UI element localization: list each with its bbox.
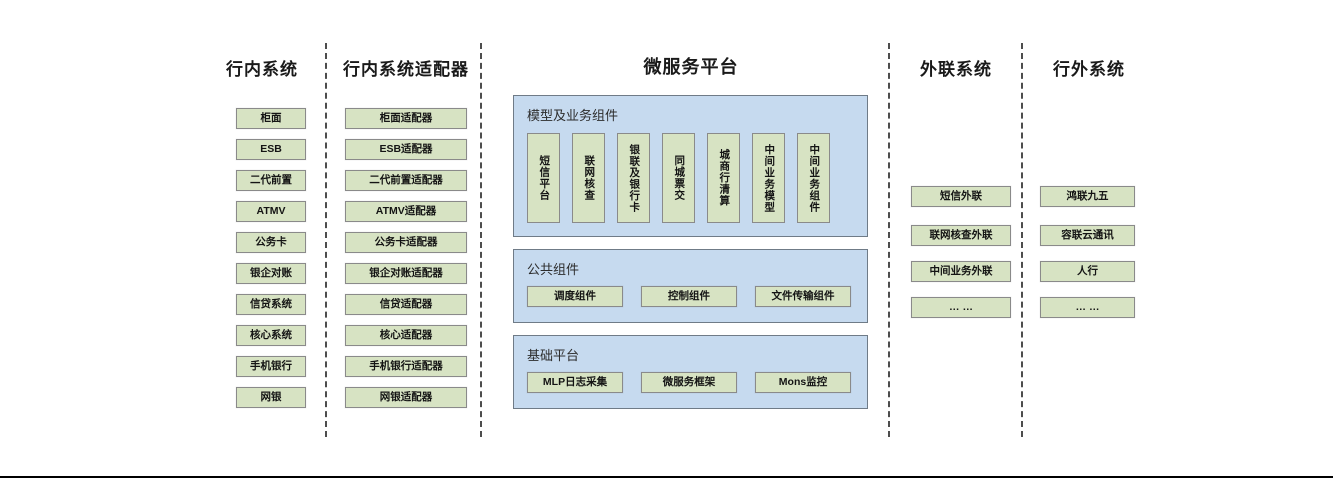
panel-title-public-components: 公共组件 [527,262,580,277]
node-business-component[interactable]: 城商行清算 [707,133,740,223]
node-business-component[interactable]: 同城票交 [662,133,695,223]
node-business-component[interactable]: 短信平台 [527,133,560,223]
node-internal-system[interactable]: 核心系统 [236,325,306,346]
node-internal-adapter[interactable]: 信贷适配器 [345,294,467,315]
column-title-external-link-systems: 外联系统 [920,60,992,79]
column-title-internal-systems: 行内系统 [226,60,298,79]
node-business-component-label: 中间业务模型 [763,143,776,213]
node-business-component-label: 短信平台 [538,155,551,201]
divider-3 [888,43,890,437]
node-internal-system[interactable]: 网银 [236,387,306,408]
node-outside-bank-system[interactable]: 人行 [1040,261,1135,282]
node-internal-system[interactable]: ATMV [236,201,306,222]
node-business-component[interactable]: 中间业务模型 [752,133,785,223]
node-external-link-system[interactable]: … … [911,297,1011,318]
node-internal-system[interactable]: 二代前置 [236,170,306,191]
divider-2 [480,43,482,437]
node-internal-system[interactable]: 银企对账 [236,263,306,284]
panel-title-model-business-components: 模型及业务组件 [527,108,619,123]
node-external-link-system[interactable]: 中间业务外联 [911,261,1011,282]
node-basic-platform-component[interactable]: 微服务框架 [641,372,737,393]
column-title-internal-adapters: 行内系统适配器 [343,60,469,79]
node-external-link-system[interactable]: 短信外联 [911,186,1011,207]
node-basic-platform-component[interactable]: MLP日志采集 [527,372,623,393]
node-basic-platform-component[interactable]: Mons监控 [755,372,851,393]
node-business-component-label: 中间业务组件 [808,143,821,213]
node-outside-bank-system[interactable]: 鸿联九五 [1040,186,1135,207]
panel-title-basic-platform: 基础平台 [527,348,580,363]
node-internal-adapter[interactable]: 柜面适配器 [345,108,467,129]
divider-1 [325,43,327,437]
node-internal-adapter[interactable]: 网银适配器 [345,387,467,408]
node-internal-adapter[interactable]: ATMV适配器 [345,201,467,222]
node-business-component[interactable]: 联网核查 [572,133,605,223]
node-internal-system[interactable]: 公务卡 [236,232,306,253]
node-business-component-label: 城商行清算 [718,149,731,207]
node-business-component[interactable]: 银联及银行卡 [617,133,650,223]
node-business-component-label: 联网核查 [583,155,596,201]
node-internal-system[interactable]: 柜面 [236,108,306,129]
node-public-component[interactable]: 控制组件 [641,286,737,307]
node-internal-adapter[interactable]: ESB适配器 [345,139,467,160]
node-internal-adapter[interactable]: 核心适配器 [345,325,467,346]
column-title-outside-bank-systems: 行外系统 [1053,60,1125,79]
node-internal-system[interactable]: 信贷系统 [236,294,306,315]
node-business-component[interactable]: 中间业务组件 [797,133,830,223]
node-public-component[interactable]: 文件传输组件 [755,286,851,307]
divider-4 [1021,43,1023,437]
node-outside-bank-system[interactable]: 容联云通讯 [1040,225,1135,246]
node-public-component[interactable]: 调度组件 [527,286,623,307]
node-internal-system[interactable]: ESB [236,139,306,160]
node-business-component-label: 银联及银行卡 [628,143,641,213]
node-internal-adapter[interactable]: 手机银行适配器 [345,356,467,377]
node-internal-adapter[interactable]: 银企对账适配器 [345,263,467,284]
node-internal-system[interactable]: 手机银行 [236,356,306,377]
node-business-component-label: 同城票交 [673,155,686,201]
bottom-rule [0,476,1333,478]
node-internal-adapter[interactable]: 二代前置适配器 [345,170,467,191]
node-outside-bank-system[interactable]: … … [1040,297,1135,318]
column-title-microservice-platform: 微服务平台 [643,57,739,77]
node-internal-adapter[interactable]: 公务卡适配器 [345,232,467,253]
node-external-link-system[interactable]: 联网核查外联 [911,225,1011,246]
